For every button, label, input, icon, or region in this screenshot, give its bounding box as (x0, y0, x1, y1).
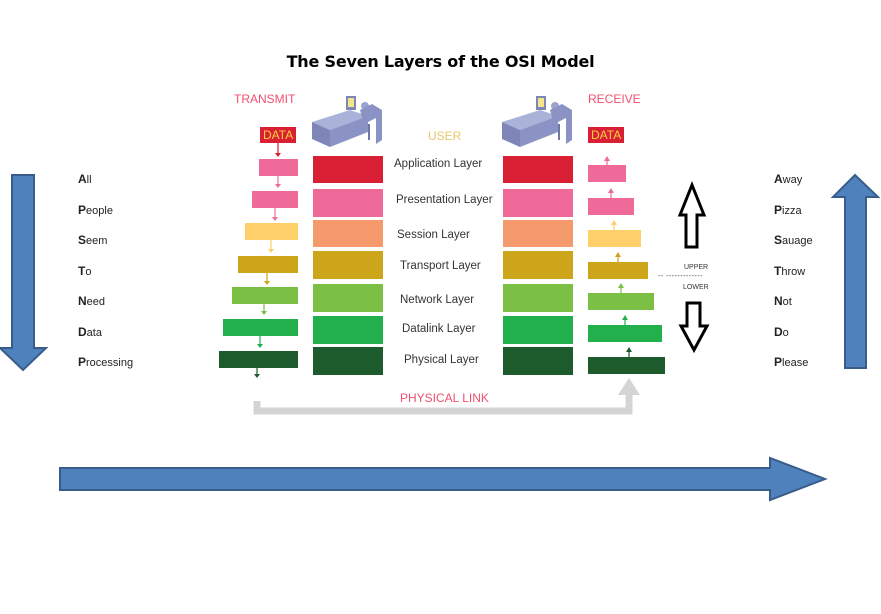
mnemonic-left-2: People (78, 203, 113, 217)
right-arrow-icon (59, 456, 828, 502)
layer-box-network-right (503, 284, 573, 312)
mnemonic-right-2: Pizza (774, 203, 802, 217)
layer-name-datalink: Datalink Layer (402, 323, 476, 335)
layer-box-presentation-right (503, 189, 573, 217)
layer-box-datalink-left (313, 316, 383, 344)
down-arrow-icon (0, 174, 49, 372)
layer-name-application: Application Layer (394, 158, 483, 170)
lower-label: LOWER (683, 284, 709, 291)
layer-box-datalink-right (503, 316, 573, 344)
up-arrow-icon (830, 173, 881, 369)
transmit-arrows (219, 142, 298, 378)
mnemonic-right-5: Not (774, 294, 792, 308)
upper-label: UPPER (684, 264, 709, 271)
upper-lower-divider: -- ------------- (658, 273, 703, 280)
layer-box-physical-left (313, 347, 383, 375)
receive-stack (588, 156, 665, 374)
layer-name-transport: Transport Layer (400, 260, 481, 272)
mnemonic-right-1: Away (774, 172, 803, 186)
layer-name-presentation: Presentation Layer (396, 194, 493, 206)
receive-label: RECEIVE (588, 92, 641, 106)
computer-desk-icon-right (502, 96, 572, 147)
layer-box-application-right (503, 156, 573, 183)
upper-arrow-icon (677, 180, 707, 249)
layer-box-presentation-left (313, 189, 383, 217)
lower-arrow-icon (678, 301, 710, 354)
physical-link-path (253, 378, 640, 415)
layer-box-transport-left (313, 251, 383, 279)
mnemonic-left-3: Seem (78, 233, 108, 247)
layer-box-physical-right (503, 347, 573, 375)
layer-box-session-left (313, 220, 383, 247)
computer-desk-icon-left (312, 96, 382, 147)
mnemonic-left-5: Need (78, 294, 106, 308)
data-badge-receive: DATA (588, 127, 625, 143)
transmit-label: TRANSMIT (234, 92, 296, 106)
mnemonic-left-7: Processing (78, 355, 134, 369)
mnemonic-right-6: Do (774, 325, 789, 339)
physical-link-label: PHYSICAL LINK (400, 391, 489, 405)
layer-name-network: Network Layer (400, 294, 475, 306)
mnemonic-right-3: Sauage (774, 233, 813, 247)
layer-name-session: Session Layer (397, 229, 470, 241)
mnemonic-left-4: To (78, 264, 92, 278)
layer-name-physical: Physical Layer (404, 354, 479, 366)
layer-box-session-right (503, 220, 573, 247)
user-label: USER (428, 129, 462, 143)
mnemonic-right-7: Please (774, 355, 809, 369)
data-badge-transmit: DATA (260, 127, 297, 143)
mnemonic-left-1: All (78, 172, 92, 186)
mnemonic-left-6: Data (78, 325, 102, 339)
diagram-title: The Seven Layers of the OSI Model (286, 52, 595, 71)
layer-box-transport-right (503, 251, 573, 279)
layer-box-network-left (313, 284, 383, 312)
mnemonic-right-4: Throw (774, 264, 806, 278)
layer-box-application-left (313, 156, 383, 183)
